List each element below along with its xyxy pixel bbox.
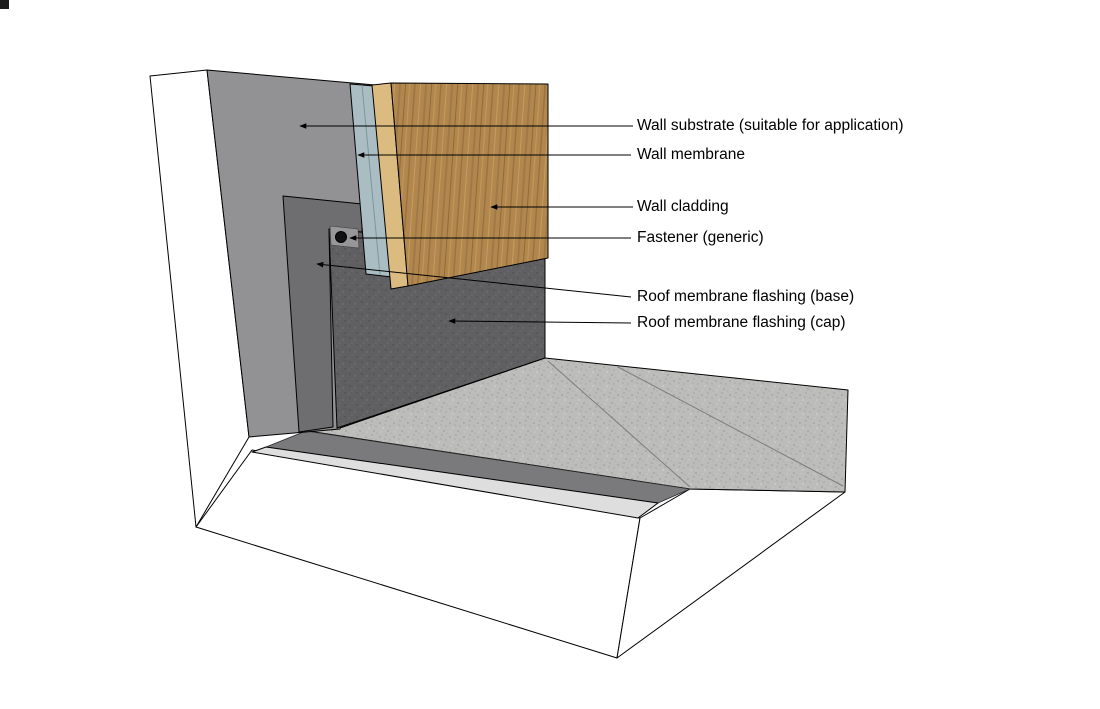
- wall-cladding-face: [390, 82, 549, 287]
- roof-membrane-seam-line: [617, 366, 844, 487]
- corner-mark: [0, 0, 9, 9]
- roof-slab-front-right-face: [616, 488, 846, 659]
- roof-edge-trim-strip: [251, 446, 659, 519]
- leader-flashing-cap: [448, 318, 632, 324]
- wall-membrane-fold-line: [361, 84, 381, 276]
- roof-membrane-seam-line: [547, 360, 691, 488]
- label-fastener: Fastener (generic): [637, 229, 764, 246]
- leader-flashing-base: [316, 261, 632, 298]
- fastener-dot: [335, 231, 347, 243]
- label-wall-substrate: Wall substrate (suitable for application…: [637, 117, 904, 134]
- label-flashing-base: Roof membrane flashing (base): [637, 288, 855, 305]
- label-wall-membrane: Wall membrane: [637, 146, 745, 163]
- label-flashing-cap: Roof membrane flashing (cap): [637, 314, 846, 331]
- label-wall-cladding: Wall cladding: [637, 198, 729, 215]
